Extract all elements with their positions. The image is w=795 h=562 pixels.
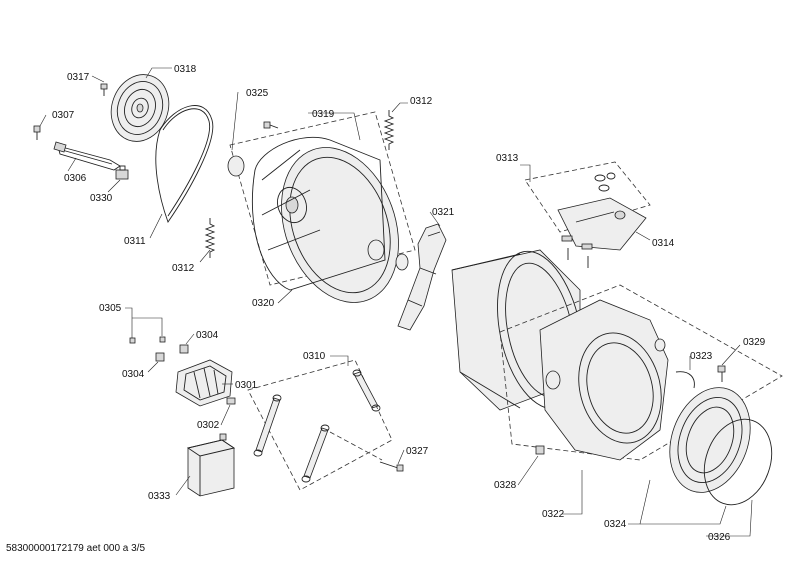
leader-0317 [91,75,105,83]
callout-0304-left: 0304 [122,369,145,380]
leader-0333 [175,475,191,496]
leader-0313 [520,164,531,182]
callout-0301: 0301 [235,380,258,391]
leader-0318 [145,67,172,79]
leader-0325 [231,91,239,151]
callout-0304-right: 0304 [196,330,219,341]
nut-0304-b [155,352,165,362]
callout-0312-lower: 0312 [172,263,195,274]
document-id: 58300000172179 aet 000 a 3/5 [6,543,146,554]
leader-0329 [721,344,741,366]
spring-0312-lower [204,218,216,258]
leader-0327 [397,449,405,465]
leader-0310 [330,355,349,366]
callout-0318: 0318 [174,64,197,75]
screw-0305-b [159,336,166,343]
leader-0306 [67,157,77,172]
leader-0305 [125,307,133,338]
callout-0306: 0306 [64,173,87,184]
callout-0333: 0333 [148,491,171,502]
outline-0313 [524,161,651,233]
callout-0314: 0314 [652,238,675,249]
bolt-0327 [379,461,404,472]
leader-0328 [517,455,539,486]
callout-0321: 0321 [432,207,455,218]
leader-0305b [132,317,163,336]
heating-element-0306 [53,141,121,171]
screw-0317 [100,83,108,96]
callout-0322: 0322 [542,509,565,520]
clip-0302 [226,397,236,405]
leader-0324b [640,505,727,525]
shock-absorber-left [253,394,282,457]
leader-0304b [147,361,159,373]
leader-0304a [185,333,195,345]
leader-0319 [308,112,361,141]
leader-0302 [220,404,231,426]
drive-belt-0311 [155,105,214,223]
callout-0311: 0311 [124,236,146,247]
leader-0330 [107,179,121,193]
bolt-0329 [717,365,726,382]
callout-0320: 0320 [252,298,275,309]
shock-absorber-right [301,424,330,483]
callout-0302: 0302 [197,420,220,431]
washers-0313-lower [561,235,593,268]
wire-ring-0326 [703,418,773,506]
leader-0324 [628,479,651,525]
spring-0312-upper [383,110,395,150]
callout-0327: 0327 [406,446,429,457]
rear-tub-0320 [227,136,409,303]
drum-spider-0321 [397,223,447,331]
leader-0326 [706,499,753,537]
module-0333 [186,433,236,497]
motor-0301 [175,359,233,407]
callout-0317: 0317 [67,72,90,83]
clip-0328 [535,445,545,455]
leader-0307 [39,114,47,127]
callout-0319: 0319 [312,109,335,120]
callout-0310: 0310 [303,351,326,362]
pulley-0318 [110,74,170,142]
callout-0326: 0326 [708,532,731,543]
leader-0322 [562,470,583,515]
door-seal-0324 [669,387,751,493]
outline-0310 [247,359,393,491]
callout-0323: 0323 [690,351,713,362]
callout-0305: 0305 [99,303,122,314]
callout-0330: 0330 [90,193,113,204]
callout-0307: 0307 [52,110,75,121]
outline-0322 [499,284,783,461]
leader-0321 [429,211,441,227]
callout-0325: 0325 [246,88,269,99]
callout-0312-upper: 0312 [410,96,433,107]
leader-0311 [149,213,163,239]
clamp-0323 [675,371,695,389]
leader-0312b [199,249,211,263]
callout-0313: 0313 [496,153,519,164]
nut-0304-a [179,344,189,354]
fasteners-0313 [594,172,616,192]
front-tub-0322 [539,299,669,461]
leader-0320 [277,289,293,304]
callout-0324: 0324 [604,519,627,530]
callout-0329: 0329 [743,337,766,348]
screw-0319 [263,121,279,129]
screw-0307 [33,125,41,140]
sensor-0330 [115,165,129,180]
leader-0314 [635,231,651,241]
leader-0312a [391,102,408,113]
screw-0305-a [129,337,136,344]
shock-absorber-top [352,369,381,412]
counterweight-0314 [557,197,647,251]
callout-0328: 0328 [494,480,517,491]
